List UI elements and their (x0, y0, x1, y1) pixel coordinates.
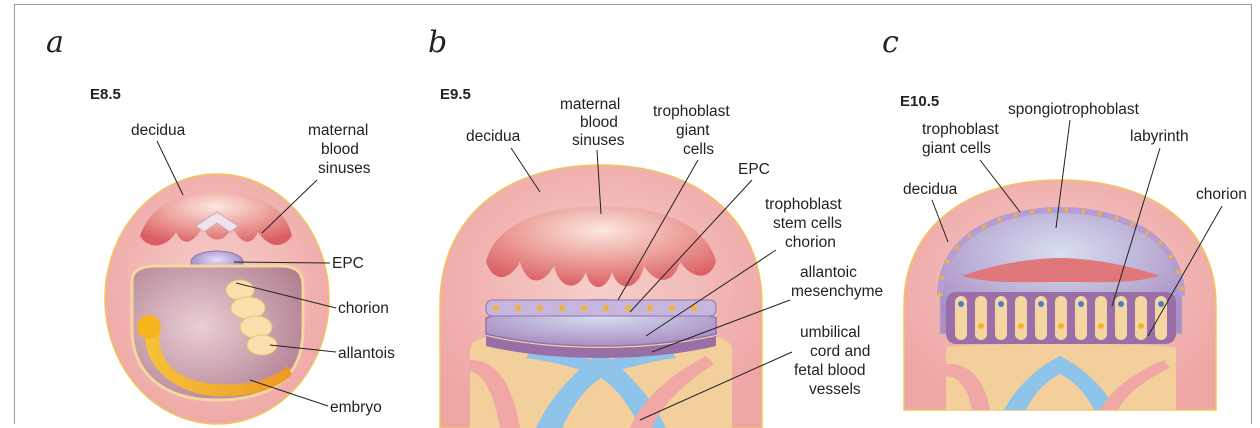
label-sinuses-b-3: sinuses (572, 132, 625, 149)
label-tgc-b-3: cells (683, 141, 714, 158)
panel-c-letter: c (882, 25, 899, 60)
label-cord-b-3: fetal blood (794, 362, 866, 379)
label-allantoic-b-1: allantoic (800, 264, 857, 281)
panel-c-stage: E10.5 (900, 93, 939, 110)
label-sinuses-a-2: blood (321, 141, 359, 158)
label-sinuses-b-2: blood (580, 114, 618, 131)
label-tgc-b-2: giant (676, 122, 710, 139)
label-tgc-b-1: trophoblast (653, 103, 730, 120)
label-cord-b-2: cord and (810, 343, 870, 360)
panel-c: c E10.5 (882, 25, 1247, 410)
label-tgc-c-1: trophoblast (922, 121, 999, 138)
label-tsc-b-1: trophoblast (765, 196, 842, 213)
panel-a-stage: E8.5 (90, 86, 121, 103)
embryo-head-a (137, 315, 161, 339)
panel-b-stage: E9.5 (440, 86, 471, 103)
label-tsc-b-3: chorion (785, 234, 836, 251)
label-epc-b: EPC (738, 161, 770, 178)
label-chorion-c: chorion (1196, 186, 1247, 203)
label-decidua-a: decidua (131, 122, 186, 139)
panel-a-letter: a (46, 25, 64, 60)
label-tsc-b-2: stem cells (773, 215, 842, 232)
label-sinuses-a-3: sinuses (318, 160, 371, 177)
panel-a: a E8.5 decidua maternal blood sinuses EP… (46, 25, 395, 424)
label-sinuses-a-1: maternal (308, 122, 368, 139)
label-decidua-b: decidua (466, 128, 521, 145)
label-allantois-a: allantois (338, 345, 395, 362)
label-allantoic-b-2: mesenchyme (791, 283, 883, 300)
label-embryo-a: embryo (330, 399, 382, 416)
label-tgc-c-2: giant cells (922, 140, 991, 157)
label-labyrinth-c: labyrinth (1130, 128, 1189, 145)
giant-cells-b (486, 300, 716, 316)
label-spongio-c: spongiotrophoblast (1008, 101, 1140, 118)
label-cord-b-1: umbilical (800, 324, 860, 341)
label-epc-a: EPC (332, 255, 364, 272)
label-chorion-a: chorion (338, 300, 389, 317)
panel-b: b E9.5 decidua mate (428, 25, 883, 428)
label-decidua-c: decidua (903, 181, 958, 198)
label-cord-b-4: vessels (809, 381, 861, 398)
panel-b-letter: b (428, 25, 447, 60)
label-sinuses-b-1: maternal (560, 96, 620, 113)
labyrinth-villi-c (946, 292, 1176, 344)
